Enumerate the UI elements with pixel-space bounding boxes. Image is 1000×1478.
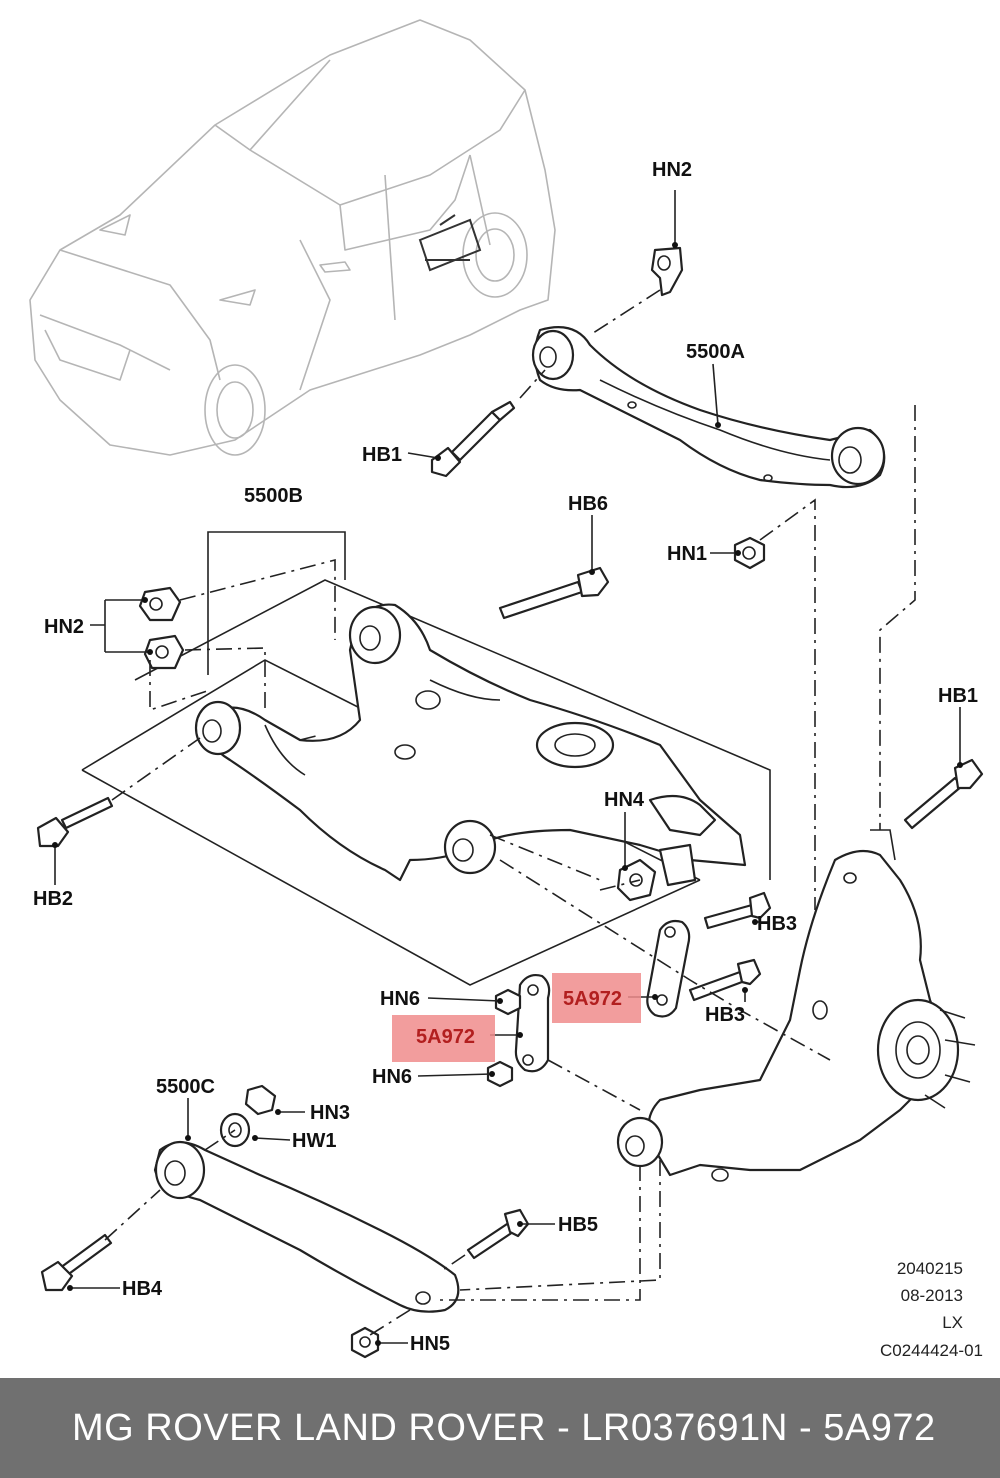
label-hn6-lower: HN6: [372, 1066, 412, 1088]
drawing-model: LX: [942, 1313, 963, 1332]
drawing-reference: C0244424-01: [880, 1341, 983, 1360]
label-hn3: HN3: [310, 1102, 350, 1124]
footer-part-code: N - 5A972: [760, 1407, 936, 1449]
label-5a972-right: 5A972: [563, 988, 622, 1010]
label-hb5: HB5: [558, 1214, 598, 1236]
label-hb3-lower: HB3: [705, 1004, 745, 1026]
nut-hn5: [350, 1326, 380, 1359]
footer-bar: MG ROVER LAND ROVER - LR037691 N - 5A972: [0, 1378, 1000, 1478]
label-hw1: HW1: [292, 1130, 336, 1152]
highlight-box-5a972-left: [392, 1015, 495, 1062]
drawing-date: 08-2013: [901, 1286, 963, 1305]
footer-title: MG ROVER LAND ROVER - LR037691: [72, 1407, 761, 1449]
leader-lines: [52, 190, 963, 1346]
bolt-hb6: [498, 566, 610, 620]
label-hb1-top: HB1: [362, 444, 402, 466]
upper-control-arm-5500a: [531, 326, 886, 489]
nuts-hn6: [486, 988, 522, 1088]
label-5a972-left: 5A972: [416, 1026, 475, 1048]
subframe-5500b: [81, 579, 771, 986]
label-hb2: HB2: [33, 888, 73, 910]
label-5500a: 5500A: [686, 341, 745, 363]
label-hb4: HB4: [122, 1278, 163, 1300]
link-5a972-right: [646, 919, 691, 1018]
parts-diagram: HN2 5500A HB1 HN1 5500B HB6 HN2 HB1 HN4 …: [29, 19, 984, 1360]
bolt-hb4: [40, 1233, 113, 1292]
label-hn6-upper: HN6: [380, 988, 420, 1010]
label-hn5: HN5: [410, 1333, 450, 1355]
bracket-hn4: [616, 843, 697, 902]
assembly-lines: [104, 289, 916, 1336]
knuckle-hub: [616, 829, 976, 1182]
lower-control-arm-5500c: [153, 1140, 460, 1313]
label-hn2-left: HN2: [44, 616, 84, 638]
nuts-hn2-left: [138, 586, 185, 670]
washer-hw1-nut-hn3: [219, 1084, 277, 1148]
label-hb3-upper: HB3: [757, 913, 797, 935]
label-hb6: HB6: [568, 493, 608, 515]
bolt-hb1-top: [430, 400, 516, 478]
bolt-hb1-right: [903, 758, 984, 830]
label-hn2-top: HN2: [652, 159, 692, 181]
nut-hn1: [733, 536, 766, 570]
nut-hn2-top: [650, 246, 684, 297]
link-5a972-left: [514, 973, 551, 1073]
label-5500b: 5500B: [244, 485, 303, 507]
vehicle-outline: [29, 19, 556, 456]
highlight-box-5a972-right: [552, 973, 641, 1023]
drawing-number: 2040215: [897, 1259, 963, 1278]
bolts-hb3: [688, 891, 772, 1002]
label-hn4: HN4: [604, 789, 645, 811]
label-5500c: 5500C: [156, 1076, 215, 1098]
label-hb1-right: HB1: [938, 685, 978, 707]
bolt-hb2: [36, 796, 114, 848]
bolt-hb5: [466, 1208, 530, 1260]
label-hn1: HN1: [667, 543, 707, 565]
